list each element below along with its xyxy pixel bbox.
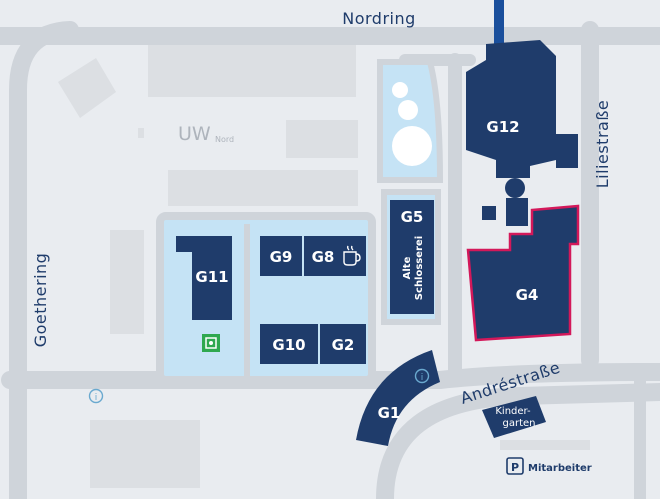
building-inactive (500, 440, 590, 450)
building-g2[interactable]: G2 (320, 324, 366, 364)
building-part (482, 396, 546, 438)
building-inactive (58, 58, 116, 118)
building-g8[interactable]: G8 (304, 236, 366, 276)
parking-icon (506, 457, 524, 475)
building-inactive (90, 420, 200, 488)
label-g5: G5 (401, 208, 424, 226)
building-inactive (110, 254, 144, 334)
building-kindergarten[interactable]: Kinder- garten (482, 396, 546, 438)
building-g4[interactable]: G4 (466, 198, 580, 342)
building-part (466, 40, 556, 178)
building-part (192, 236, 232, 320)
label-schlosserei: Schlosserei (414, 236, 425, 300)
plaza-divider (244, 224, 250, 376)
building-inactive (110, 230, 144, 254)
label-g8: G8 (312, 248, 335, 266)
building-inactive (148, 45, 356, 97)
area-label-nord: Nord (215, 135, 234, 144)
street-label-goethering: Goethering (31, 253, 50, 348)
info-icon-glyph: i (421, 373, 424, 383)
building-part (390, 200, 434, 314)
building-part (260, 324, 318, 364)
label-g9: G9 (270, 248, 293, 266)
parking-bg (500, 456, 588, 478)
building-g1[interactable]: G1 (356, 350, 440, 446)
pond (392, 126, 432, 166)
street-label-liliestrasse: Liliestraße (593, 100, 612, 189)
building-round (505, 178, 525, 198)
inactive-buildings (58, 45, 590, 488)
pond (392, 82, 408, 98)
label-g1: G1 (378, 404, 401, 422)
building-part (356, 350, 440, 446)
building-g10[interactable]: G10 (260, 324, 318, 364)
building-inactive (168, 170, 358, 206)
coffee-cup-icon (343, 245, 361, 266)
building-inactive (286, 120, 358, 158)
building-part (260, 236, 302, 276)
area-label-uw: UW (178, 123, 211, 145)
label-g11: G11 (195, 268, 228, 286)
info-icon[interactable]: i (88, 388, 104, 404)
building-part (506, 198, 528, 226)
road-marker-g12 (494, 0, 504, 80)
label-g10: G10 (272, 336, 305, 354)
emergency-exit-icon (202, 334, 220, 352)
label-garten: garten (503, 418, 536, 429)
building-part (466, 204, 580, 342)
label-alte: Alte (402, 256, 413, 279)
building-g11[interactable]: G11 (176, 236, 232, 320)
building-part (320, 324, 366, 364)
building-part (176, 236, 192, 252)
label-g12: G12 (486, 118, 519, 136)
street-label-nordring: Nordring (342, 9, 416, 28)
parking-symbol: P (511, 461, 519, 474)
info-icon-glyph: i (95, 393, 98, 403)
building-inactive (138, 128, 144, 138)
label-g4: G4 (516, 286, 539, 304)
building-g9[interactable]: G9 (260, 236, 302, 276)
building-part (482, 206, 496, 220)
road-goethering (9, 21, 79, 499)
parking-label: Mitarbeiter (528, 463, 592, 474)
building-g5[interactable]: G5 Alte Schlosserei (390, 200, 434, 314)
label-g2: G2 (332, 336, 355, 354)
building-annex (556, 134, 578, 168)
road-curve-south (376, 383, 660, 499)
info-icon[interactable]: i (414, 368, 430, 384)
road-network (0, 21, 660, 499)
parking-sign[interactable]: P Mitarbeiter (500, 456, 592, 478)
building-g12[interactable]: G12 (466, 0, 556, 178)
label-kinder: Kinder- (495, 406, 531, 417)
pond (398, 100, 418, 120)
